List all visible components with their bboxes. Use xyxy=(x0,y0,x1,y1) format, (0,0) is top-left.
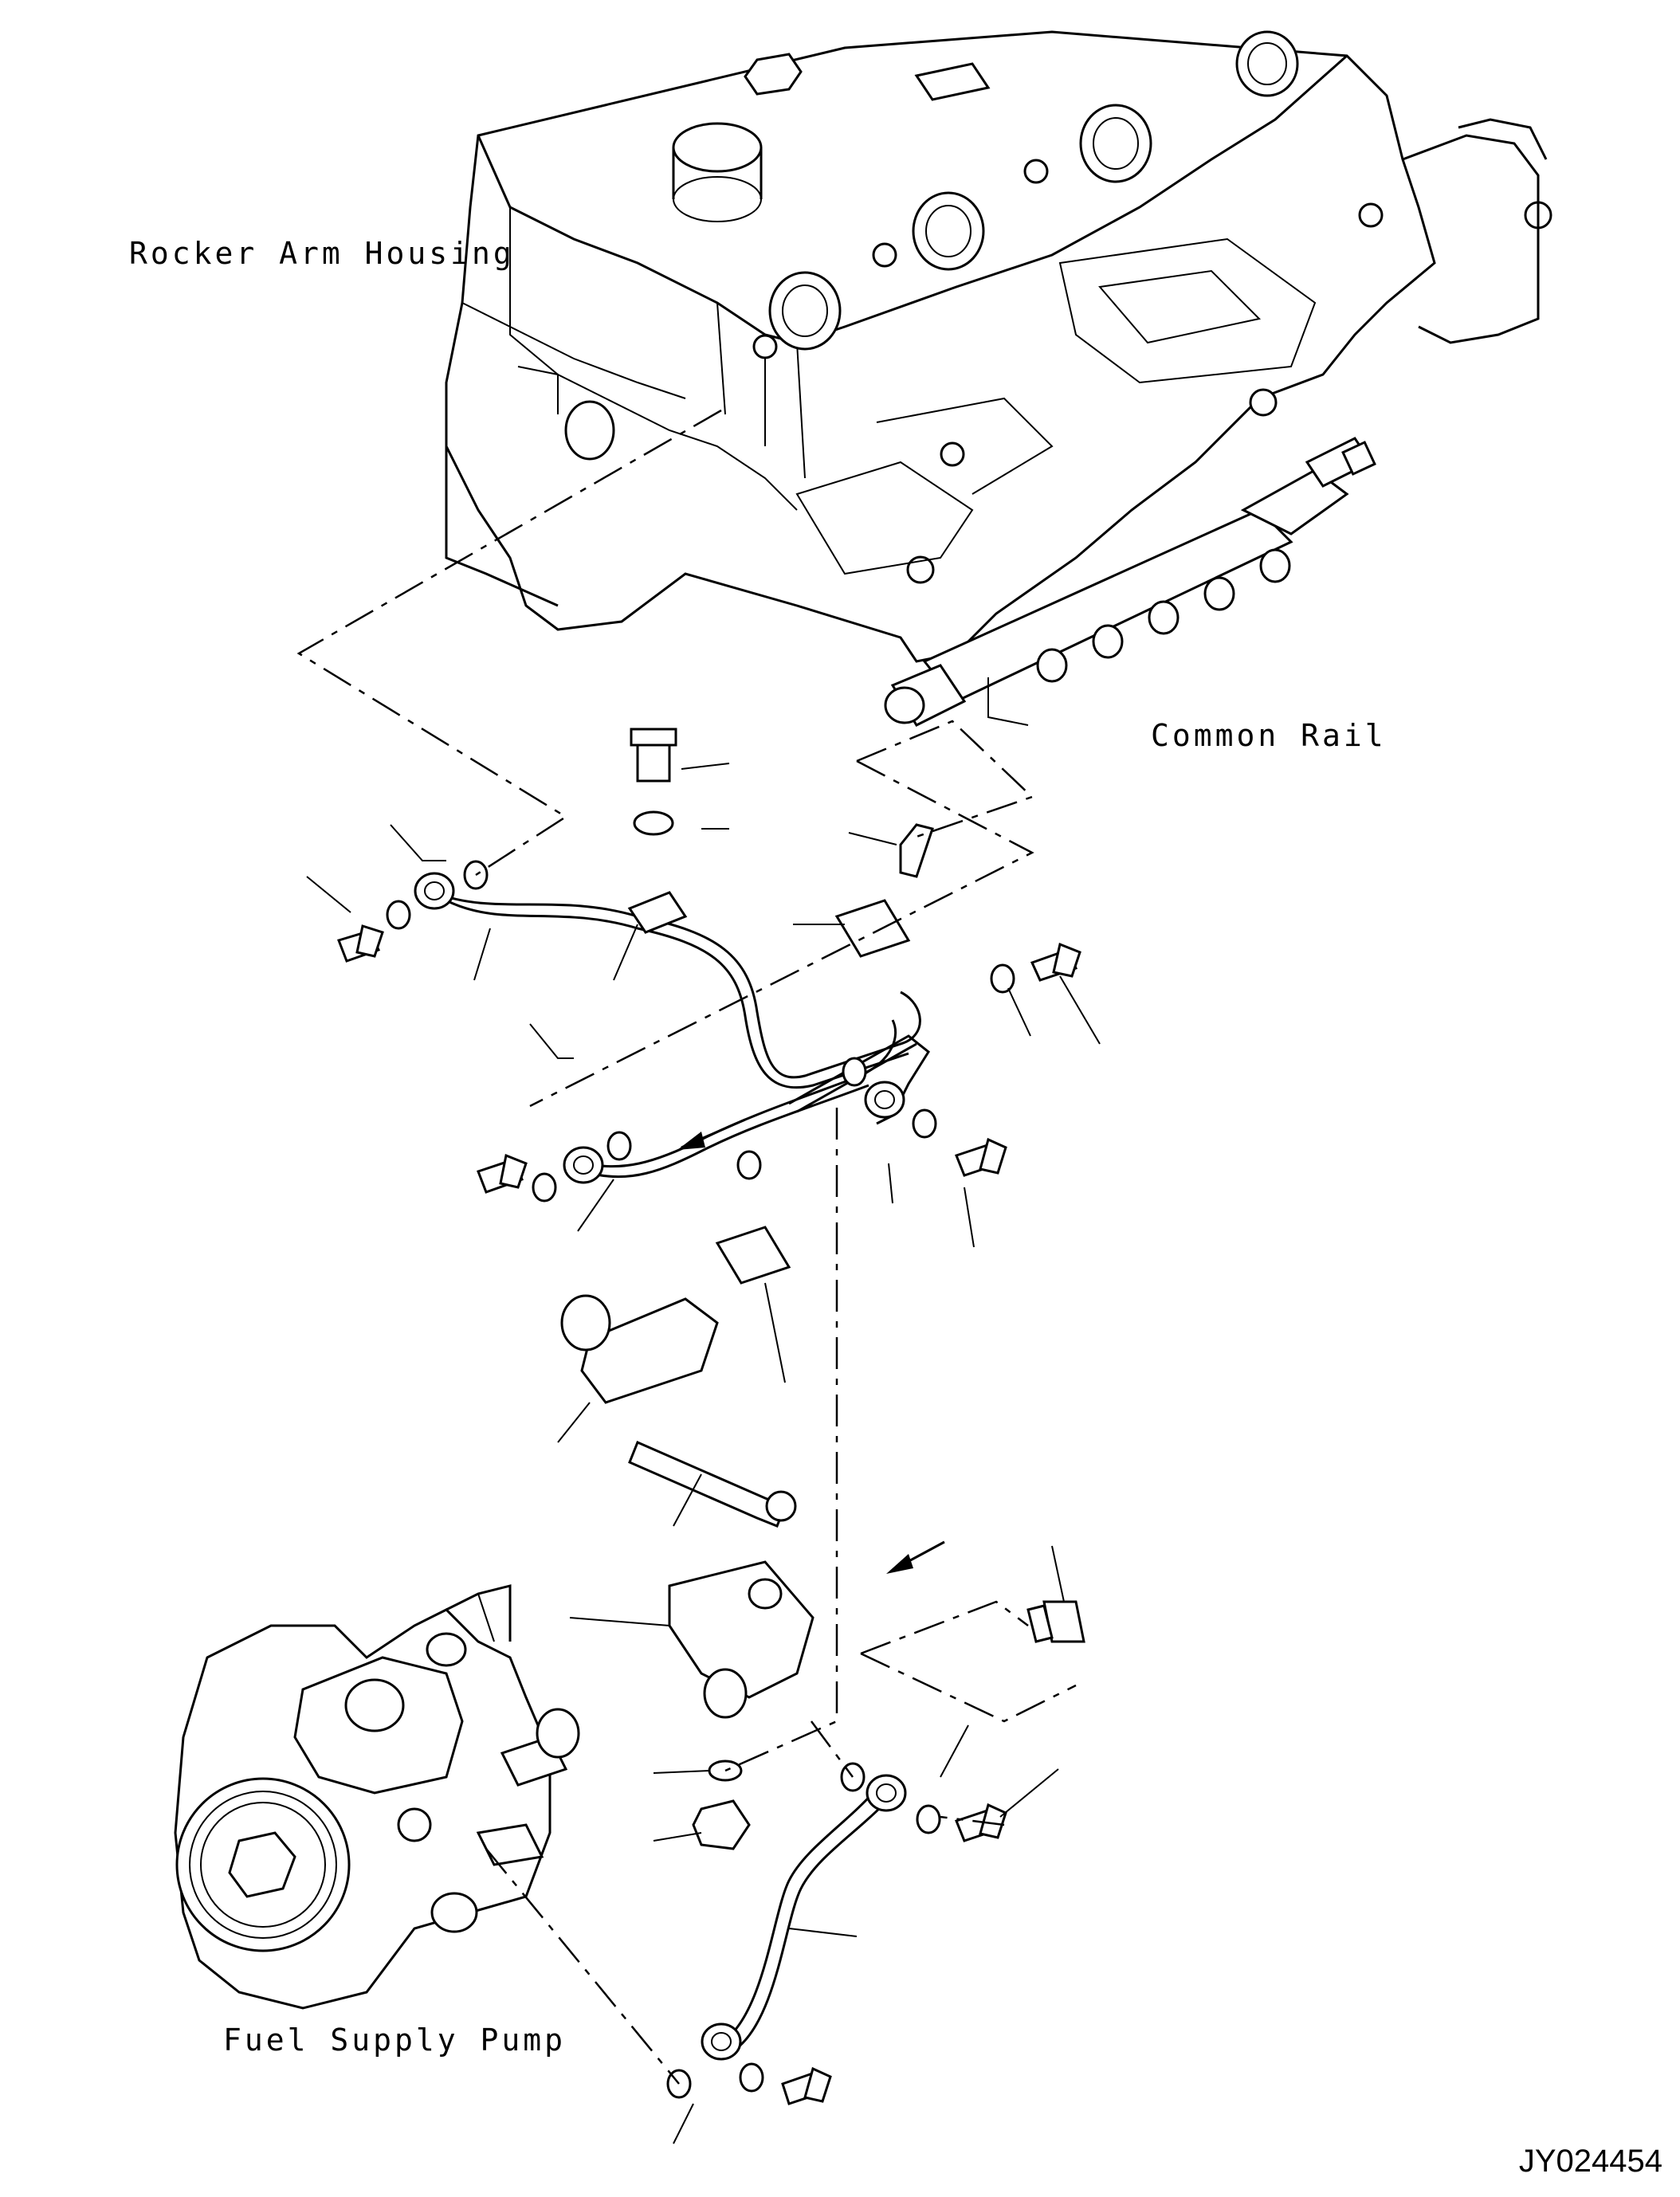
common-rail-drawing xyxy=(884,437,1376,727)
assembly-flow-lines xyxy=(296,409,1077,2085)
drawing-code: JY024454 xyxy=(1518,2144,1662,2179)
banjo-fittings xyxy=(414,872,907,2061)
washers xyxy=(386,810,1015,2099)
clamps-and-brackets xyxy=(560,891,911,1850)
rocker-arm-housing-label: Rocker Arm Housing xyxy=(129,236,515,271)
rocker-arm-housing-drawing xyxy=(445,30,1552,663)
direction-arrows xyxy=(677,1118,945,1574)
fuel-injection-tubes xyxy=(434,891,930,2050)
banjo-bolts xyxy=(337,728,1085,2105)
fuel-supply-pump-label: Fuel Supply Pump xyxy=(223,2022,567,2058)
fuel-supply-pump-drawing xyxy=(174,1584,580,2010)
common-rail-label: Common Rail xyxy=(1151,718,1387,753)
leader-lines xyxy=(306,763,1101,2144)
